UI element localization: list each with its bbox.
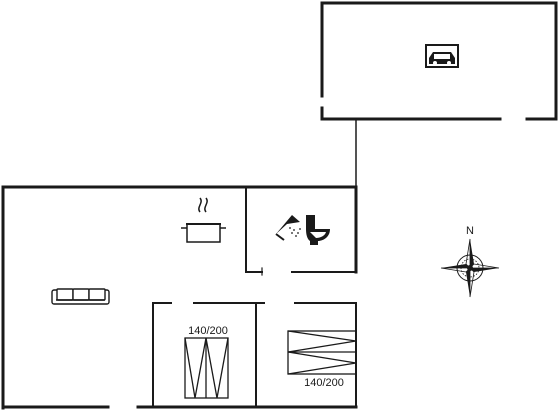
toilet-icon <box>306 215 330 245</box>
bed-size-label: 140/200 <box>188 325 228 337</box>
garage-walls <box>320 1 558 121</box>
compass-north-label: N <box>466 225 474 237</box>
compass-rose-icon <box>440 238 500 298</box>
car-icon <box>425 44 459 68</box>
double-bed-icon <box>287 330 357 375</box>
cooking-pot-icon <box>181 197 226 243</box>
shower-icon <box>275 215 301 241</box>
house-walls <box>1 185 358 410</box>
sofa-icon <box>51 288 110 305</box>
bed-size-label: 140/200 <box>304 377 344 389</box>
double-bed-icon <box>184 337 229 399</box>
